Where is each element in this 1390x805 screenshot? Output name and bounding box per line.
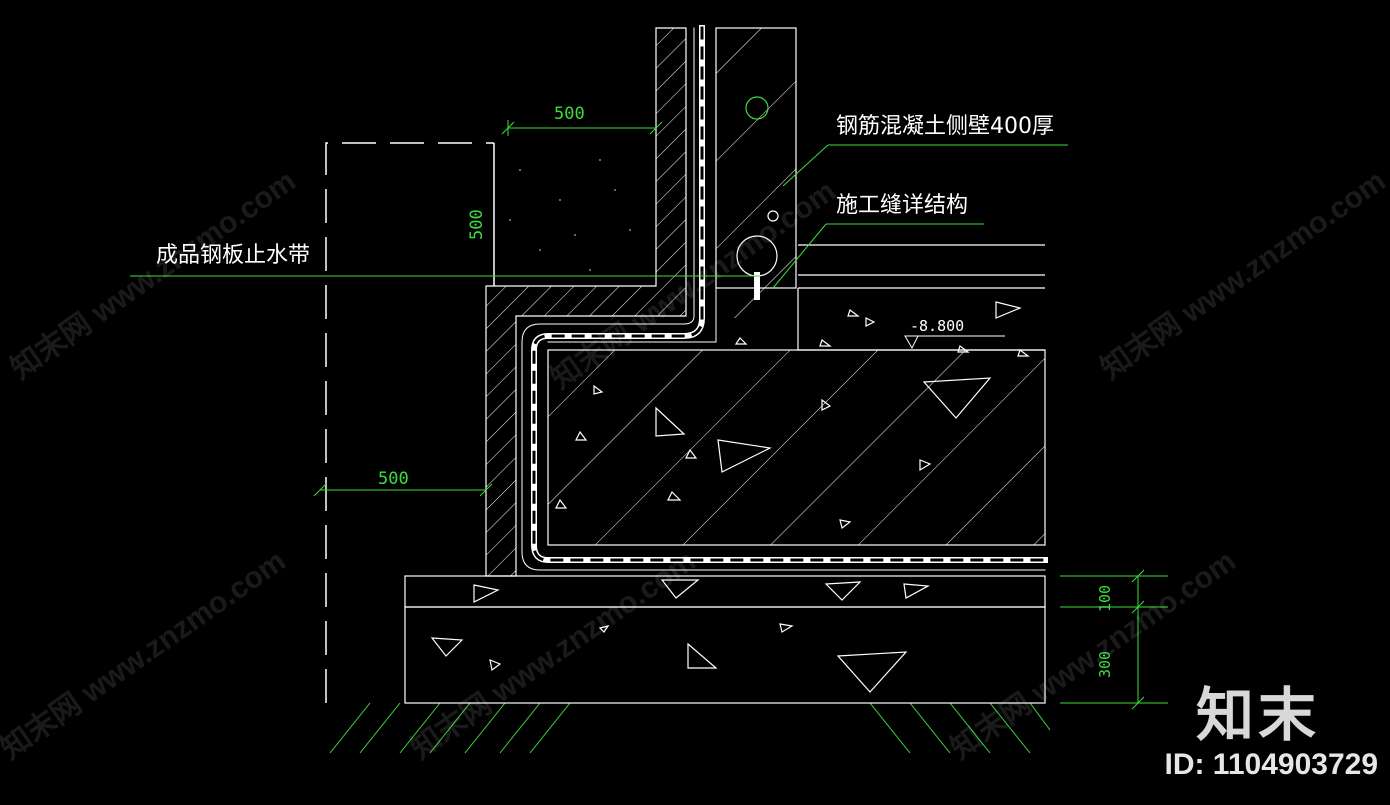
dim-side-height: 500 xyxy=(467,209,487,240)
dim-layer-bottom: 300 xyxy=(1096,651,1114,678)
svg-text:知末网 www.znzmo.com: 知末网 www.znzmo.com xyxy=(1095,164,1390,385)
dim-layer-top: 100 xyxy=(1096,585,1114,612)
cushion-layer xyxy=(404,575,1046,704)
leader-lines xyxy=(130,144,1068,289)
svg-text:知末网 www.znzmo.com: 知末网 www.znzmo.com xyxy=(0,544,292,765)
svg-text:知末网 www.znzmo.com: 知末网 www.znzmo.com xyxy=(5,164,302,385)
svg-text:知末网 www.znzmo.com: 知末网 www.znzmo.com xyxy=(405,544,702,765)
elevation-marker: -8.800 xyxy=(904,317,1005,350)
dim-left-width: 500 xyxy=(378,469,409,489)
backfill-dots xyxy=(509,159,631,271)
label-side-wall: 钢筋混凝土侧壁400厚 xyxy=(836,114,1054,139)
label-steel-waterstop: 成品钢板止水带 xyxy=(156,243,310,268)
dimension-lines xyxy=(313,120,1168,710)
image-id-label: ID: 1104903729 xyxy=(1164,748,1378,781)
brand-logo: 知末 xyxy=(1195,681,1320,749)
waterproof-membrane xyxy=(521,25,1048,571)
floor-slab xyxy=(797,244,1045,351)
rebar-circles xyxy=(736,96,779,277)
dim-top-width: 500 xyxy=(554,104,585,124)
elevation-label: -8.800 xyxy=(910,317,964,335)
aggregate-marks xyxy=(430,301,1030,693)
label-construction-joint: 施工缝详结构 xyxy=(836,193,968,218)
excavation-outline xyxy=(325,142,495,703)
steel-waterstop xyxy=(754,272,760,300)
ground-hatch xyxy=(329,702,1051,754)
backfill-block xyxy=(494,143,656,286)
bottom-slab xyxy=(547,349,1046,546)
